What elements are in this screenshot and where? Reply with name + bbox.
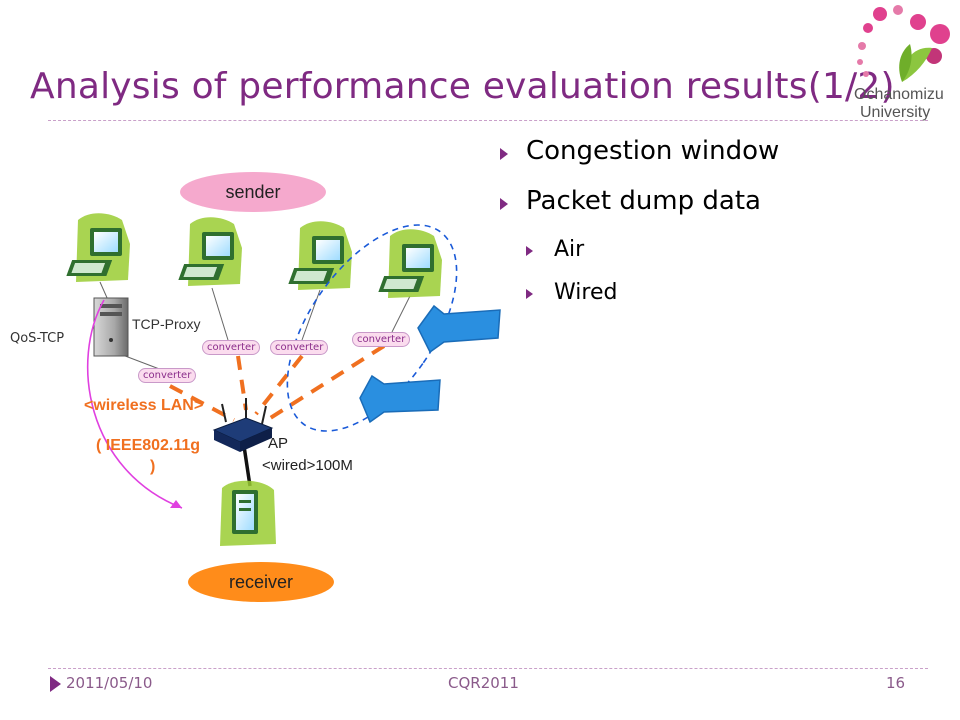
- sub-bullet-marker-icon: [526, 246, 533, 256]
- ieee-standard-label-close: ): [150, 458, 156, 475]
- tcp-proxy-server-icon: [93, 297, 129, 357]
- sender-pc-2: [178, 217, 242, 286]
- footer-conference: CQR2011: [448, 674, 519, 692]
- converter-badge: converter: [138, 368, 197, 383]
- slide-title: Analysis of performance evaluation resul…: [30, 66, 895, 107]
- sender-pc-3: [288, 221, 352, 290]
- tcp-proxy-label: TCP-Proxy: [132, 316, 201, 332]
- university-logo: Ochanomizu University: [840, 0, 960, 130]
- title-divider: [48, 120, 928, 121]
- bullet-marker-icon: [500, 148, 508, 160]
- logo-text-line1: Ochanomizu: [854, 86, 944, 103]
- receiver-server-icon: [220, 480, 276, 546]
- highlight-ellipse: [286, 224, 458, 432]
- footer-date: 2011/05/10: [66, 674, 153, 692]
- wireless-lan-label: <wireless LAN>: [84, 397, 204, 414]
- sub-bullet-item: Air: [554, 237, 585, 262]
- footer-marker-icon: [50, 676, 61, 692]
- page-number: 16: [886, 674, 906, 692]
- converter-badge: converter: [352, 332, 411, 347]
- wired-link: [242, 445, 252, 487]
- receiver-label: receiver: [188, 562, 334, 602]
- blue-arrows: [359, 304, 501, 424]
- converter-badge: converter: [270, 340, 329, 355]
- wired-connections: [99, 281, 411, 371]
- ieee-standard-label: ( IEEE802.11g: [96, 437, 201, 454]
- bullet-item: Packet dump data: [526, 186, 761, 216]
- arrow-wired-icon: [359, 374, 441, 424]
- ap-label: AP: [268, 435, 289, 452]
- arrow-air-icon: [417, 304, 501, 354]
- sender-pc-4: [378, 229, 442, 298]
- sub-bullet-item: Wired: [554, 280, 618, 305]
- sub-bullet-marker-icon: [526, 289, 533, 299]
- qos-arrowhead-icon: [170, 500, 182, 508]
- logo-text-line2: University: [860, 104, 931, 121]
- converter-badge: converter: [202, 340, 261, 355]
- access-point-icon: [212, 398, 274, 452]
- footer-divider: [48, 668, 928, 669]
- qos-tcp-label: QoS-TCP: [10, 331, 65, 346]
- bullet-item: Congestion window: [526, 136, 780, 166]
- bullet-marker-icon: [500, 198, 508, 210]
- sender-label: sender: [180, 172, 326, 212]
- bullet-list: Congestion window Packet dump data Air W…: [500, 134, 940, 334]
- wired-speed-label: <wired>100M: [262, 457, 353, 474]
- flower-logo-icon: [857, 5, 950, 82]
- sender-pc-1: [66, 213, 130, 282]
- qos-tcp-curve: [86, 299, 183, 509]
